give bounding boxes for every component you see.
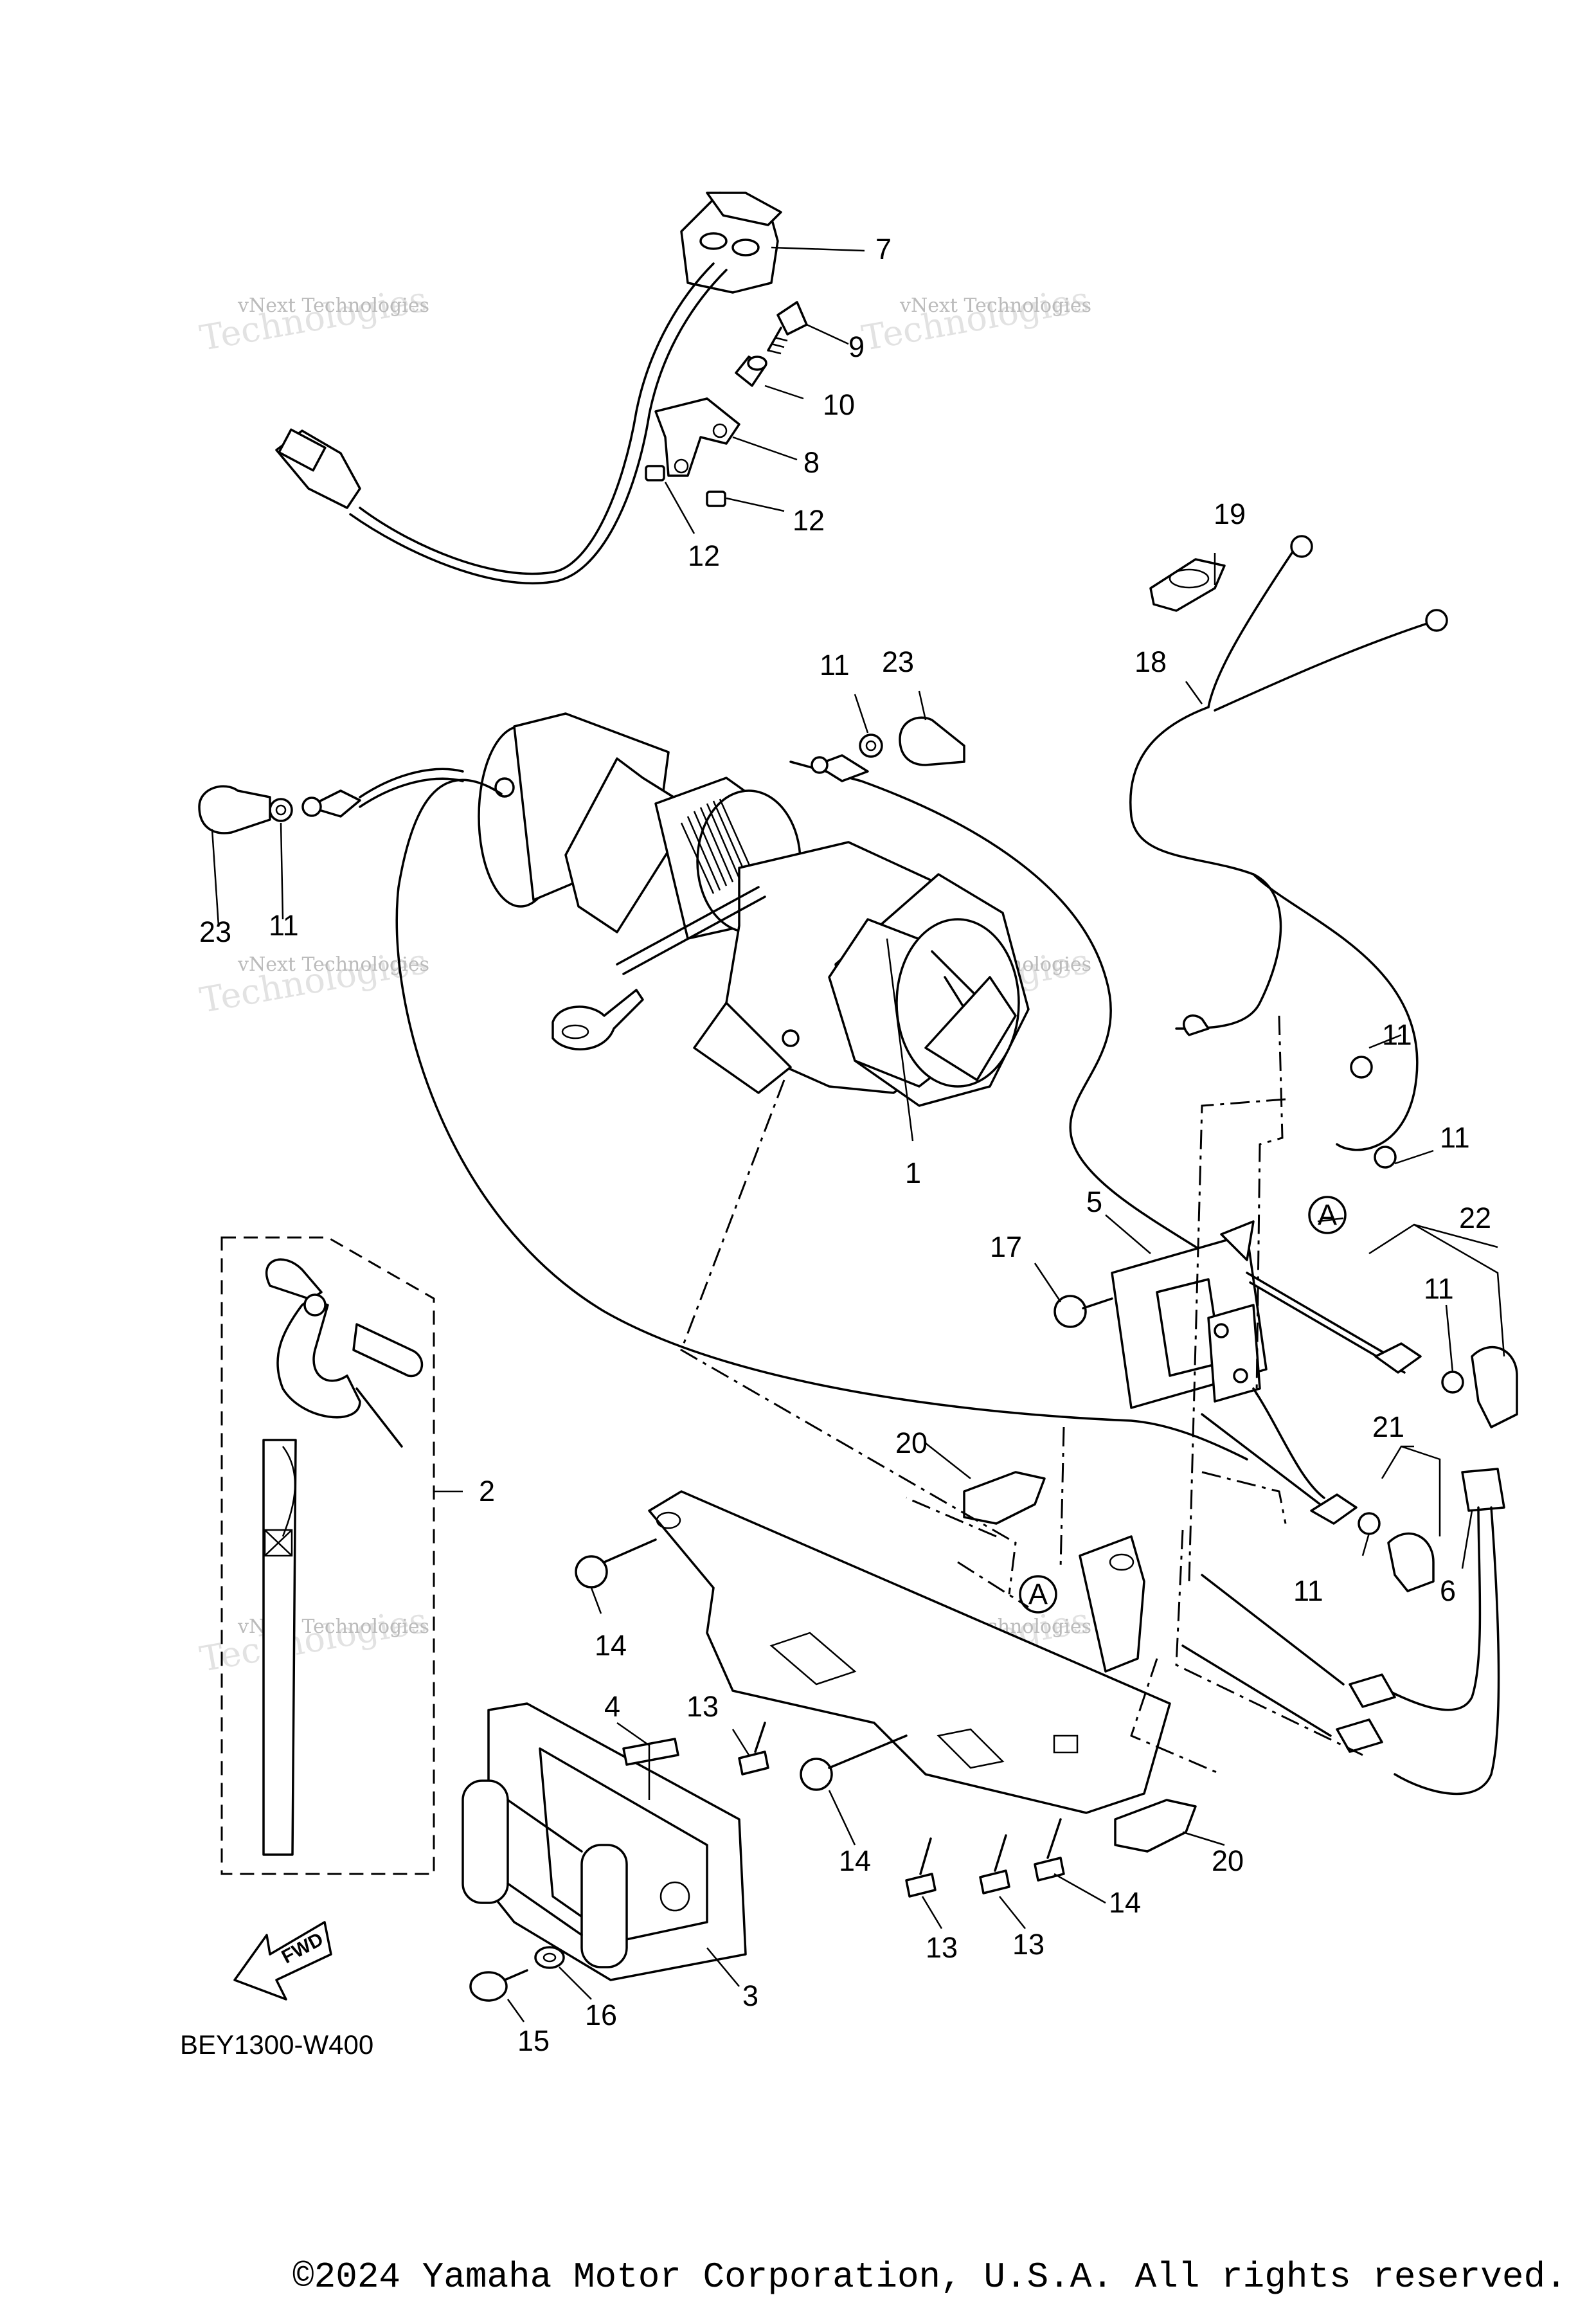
callout-20: 20	[1212, 1844, 1244, 1877]
contactor-leads	[1201, 1272, 1422, 1525]
callout-11: 11	[1440, 1121, 1470, 1154]
watermark: Technologies vNext Technologies	[197, 941, 430, 1021]
motor-cable	[301, 754, 1255, 1461]
callout-11: 11	[820, 649, 850, 681]
callout-5: 5	[1086, 1185, 1102, 1218]
callout-21: 21	[1372, 1410, 1404, 1443]
callout-3: 3	[742, 1979, 758, 2012]
leader-lines	[211, 246, 1505, 2022]
switch-bracket	[654, 397, 740, 477]
callout-20: 20	[895, 1426, 928, 1459]
callout-10: 10	[823, 388, 855, 421]
winch-switch	[680, 192, 782, 294]
callout-23: 23	[882, 645, 914, 678]
hook-strap-kit	[220, 1236, 435, 1875]
callout-4: 4	[604, 1690, 620, 1723]
bracket-bolt	[767, 301, 808, 355]
callout-12: 12	[793, 504, 825, 537]
callout-17: 17	[990, 1230, 1022, 1263]
svg-text:Technologies: Technologies	[197, 1600, 430, 1680]
diagram-code: BEY1300-W400	[180, 2030, 373, 2060]
callout-7: 7	[875, 233, 892, 266]
switch-cable	[275, 262, 728, 585]
callout-2: 2	[479, 1475, 495, 1508]
callout-13: 13	[1012, 1928, 1045, 1961]
bracket-collar	[735, 356, 767, 387]
callout-8: 8	[803, 446, 820, 479]
fairlead-washer	[534, 1946, 565, 1969]
contactor-cap	[1387, 1346, 1518, 1592]
terminal-nut	[269, 734, 883, 822]
callout-13: 13	[926, 1931, 958, 1964]
flange-bolt	[575, 1538, 1065, 1882]
callout-6: 6	[1440, 1574, 1456, 1607]
fairlead-bolt	[469, 1969, 528, 2002]
svg-text:Technologies: Technologies	[197, 279, 430, 359]
svg-text:Technologies: Technologies	[859, 279, 1092, 359]
svg-text:vNext Technologies: vNext Technologies	[237, 294, 429, 317]
callout-1: 1	[905, 1156, 921, 1189]
contactor	[1111, 1220, 1268, 1409]
fwd-arrow-icon: FWD	[233, 1921, 332, 2001]
cable-clamp	[1149, 558, 1226, 612]
callout-11: 11	[1293, 1574, 1323, 1607]
svg-text:vNext Technologies: vNext Technologies	[899, 294, 1091, 317]
callout-11: 11	[1382, 1018, 1412, 1051]
callout-15: 15	[517, 2024, 550, 2057]
battery-lead	[1129, 535, 1448, 1151]
center-lines	[680, 1015, 1363, 1776]
bracket-screw	[645, 465, 726, 507]
reference-mark: A	[1019, 1575, 1057, 1614]
svg-text:vNext Technologies: vNext Technologies	[237, 953, 429, 976]
callout-14: 14	[1109, 1886, 1141, 1919]
callout-22: 22	[1459, 1202, 1491, 1234]
callout-12: 12	[688, 539, 720, 572]
watermark: Technologies vNext Technologies	[197, 1600, 430, 1680]
contactor-bolt	[1054, 1295, 1113, 1328]
callout-23: 23	[199, 915, 231, 948]
copyright-notice: ©2024 Yamaha Motor Corporation, U.S.A. A…	[292, 2256, 1567, 2298]
callout-18: 18	[1134, 645, 1167, 678]
callout-13: 13	[686, 1690, 719, 1723]
svg-text:A: A	[1318, 1198, 1337, 1231]
callout-labels: 7 9 10 8 12 12 19 18 11 23 23 11 1 11 11…	[199, 233, 1491, 2057]
coupler-harness	[1181, 1468, 1505, 1796]
mounting-plate	[648, 1490, 1171, 1814]
reference-mark: A	[1308, 1196, 1347, 1234]
callout-11: 11	[1424, 1272, 1454, 1305]
roller-fairlead	[462, 1702, 747, 1981]
callout-11: 11	[269, 909, 299, 942]
plate-screw	[738, 1722, 1010, 1898]
bracket-clip	[963, 1471, 1197, 1853]
watermark: Technologies vNext Technologies	[197, 279, 430, 359]
watermark: Technologies vNext Technologies	[859, 279, 1092, 359]
terminal-cap	[198, 716, 965, 834]
callout-16: 16	[585, 1999, 617, 2031]
svg-text:A: A	[1028, 1578, 1048, 1610]
fairlead-label	[622, 1738, 679, 1766]
callout-19: 19	[1214, 498, 1246, 530]
callout-14: 14	[595, 1629, 627, 1662]
winch-motor	[478, 712, 1030, 1107]
callout-9: 9	[848, 330, 865, 363]
contactor-nut	[1350, 1056, 1464, 1535]
callout-14: 14	[839, 1844, 871, 1877]
